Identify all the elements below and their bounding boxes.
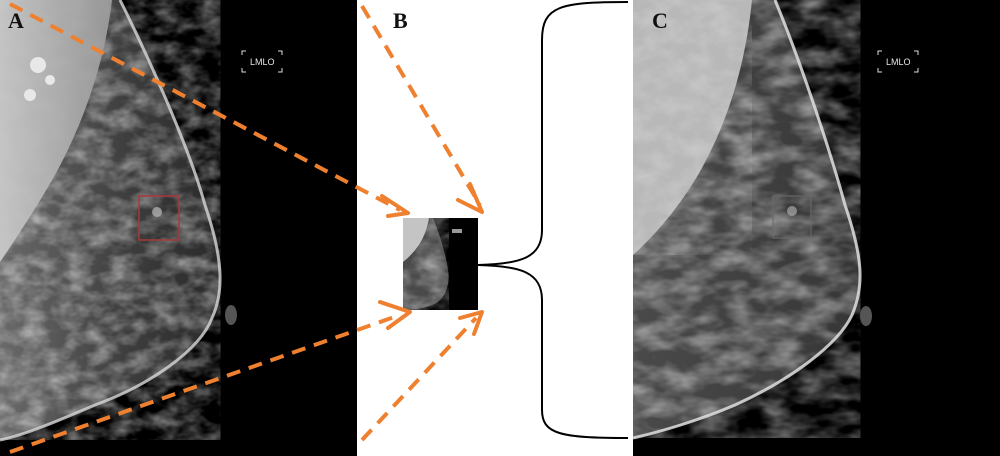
- panel-a-letter: A: [8, 8, 24, 33]
- panel-a-mammogram: LMLO A: [0, 0, 357, 456]
- panel-a-roi-box: [138, 195, 180, 241]
- panel-b-thumbnail: [403, 218, 478, 310]
- panel-c-mammogram: LMLO C: [633, 0, 1000, 456]
- panel-c-letter: C: [652, 8, 668, 33]
- panel-b-letter: B: [393, 8, 408, 33]
- arrow-top-right: [360, 4, 482, 207]
- brace: [477, 1, 629, 439]
- panel-a-view-marker: LMLO: [241, 50, 283, 73]
- panel-c-roi-box: [772, 195, 812, 239]
- arrowheads: [378, 182, 484, 336]
- panel-a-view-label: LMLO: [250, 57, 275, 67]
- zoom-arrows: [9, 2, 482, 454]
- panel-c-view-marker: LMLO: [877, 50, 919, 73]
- arrow-bottom-right: [360, 316, 478, 442]
- arrow-top-left: [9, 2, 401, 212]
- panel-c-view-label: LMLO: [886, 57, 911, 67]
